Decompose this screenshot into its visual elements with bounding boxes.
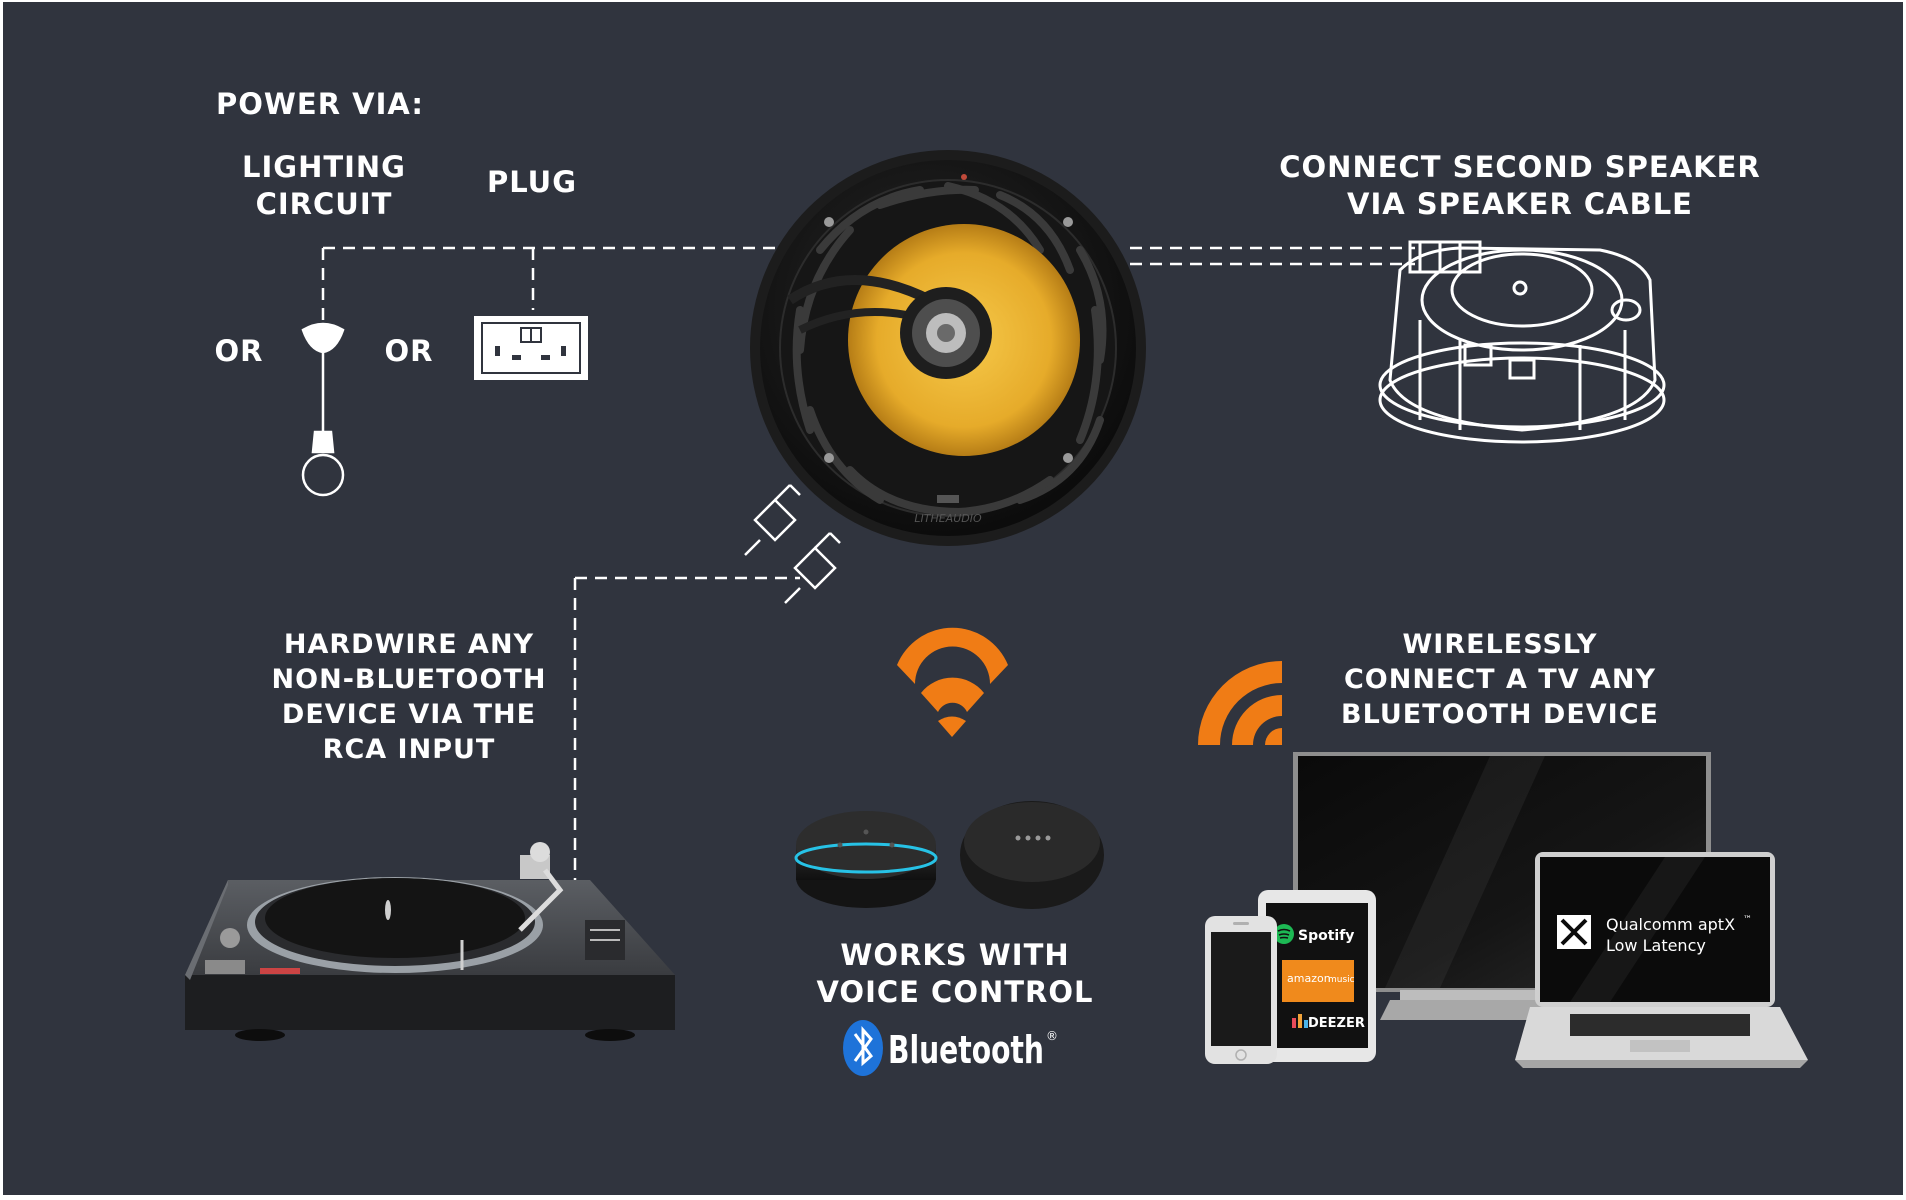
smart-speaker-icon [794,801,1104,909]
plug-label: PLUG [470,164,594,201]
or-left-text: OR [214,334,264,368]
hardwire-label: HARDWIRE ANY NON-BLUETOOTH DEVICE VIA TH… [244,627,574,767]
amazon-music-label: music [1328,975,1355,985]
bluetooth-registered-mark: ® [1046,1029,1058,1043]
aptx-line2: Low Latency [1606,936,1706,955]
hardwire-line3: DEVICE VIA THE [281,699,537,730]
bluetooth-wordmark: Bluetooth [888,1028,1044,1072]
speaker-icon: LITHEAUDIO [750,150,1146,546]
wifi-icon [897,627,1008,737]
spotify-label: Spotify [1298,928,1354,944]
hardwire-line1: HARDWIRE ANY [283,629,535,660]
laptop-icon: Qualcomm aptX ™ Low Latency [1515,852,1808,1068]
voice-line2: VOICE CONTROL [816,975,1094,1009]
power-heading-text: POWER VIA: [216,87,424,121]
hardwire-line4: RCA INPUT [322,734,496,765]
voice-line1: WORKS WITH [840,938,1070,972]
rca-plug-icon [744,484,841,604]
bluetooth-icon: Bluetooth ® [843,1020,1058,1076]
aptx-trademark: ™ [1743,915,1752,925]
deezer-label: DEEZER [1308,1016,1365,1031]
wireless-line3: BLUETOOTH DEVICE [1341,699,1659,730]
wireless-line1: WIRELESSLY [1402,629,1598,660]
second-speaker-line1: CONNECT SECOND SPEAKER [1279,150,1761,184]
or-left-label: OR [206,333,272,370]
wireless-label: WIRELESSLY CONNECT A TV ANY BLUETOOTH DE… [1300,627,1700,732]
hardwire-line2: NON-BLUETOOTH [271,664,547,695]
socket-icon [474,316,588,380]
second-speaker-line2: VIA SPEAKER CABLE [1347,187,1693,221]
lighting-circuit-label: LIGHTING CIRCUIT [222,149,426,223]
pendant-light-icon [301,322,345,497]
turntable-icon [185,842,675,1041]
lighting-line1: LIGHTING [242,150,406,184]
connection-lines [321,246,1415,880]
aptx-line1: Qualcomm aptX [1606,915,1735,934]
phone-icon [1205,916,1277,1064]
lighting-line2: CIRCUIT [255,187,393,221]
voice-control-label: WORKS WITH VOICE CONTROL [760,937,1150,1011]
or-right-text: OR [384,334,434,368]
power-heading: POWER VIA: [216,86,424,123]
tablet-icon: Spotify amazon music DEEZER [1258,890,1376,1062]
speaker-brand-label: LITHEAUDIO [914,512,982,525]
plug-text: PLUG [486,165,578,199]
or-right-label: OR [376,333,442,370]
wifi-side-icon [1198,661,1282,745]
second-speaker-label: CONNECT SECOND SPEAKER VIA SPEAKER CABLE [1260,149,1780,223]
amazon-label: amazon [1287,972,1331,985]
second-speaker-icon [1378,240,1666,444]
wireless-line2: CONNECT A TV ANY [1343,664,1657,695]
